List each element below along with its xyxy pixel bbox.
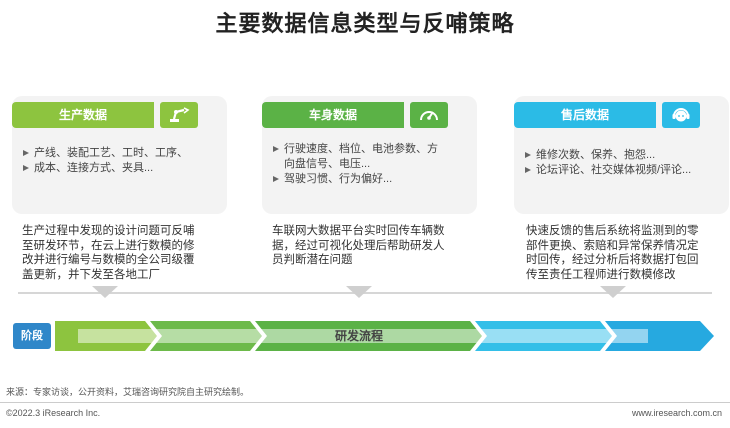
card-bullets: 行驶速度、档位、电池参数、方 向盘信号、电压... 驾驶习惯、行为偏好... <box>272 142 472 187</box>
list-item-continued: 成本、连接方式、夹具... <box>22 161 222 176</box>
list-item: 维修次数、保养、抱怨... <box>524 148 724 163</box>
card-header: 车身数据 <box>262 102 477 128</box>
list-item-continued: 向盘信号、电压... <box>284 158 371 170</box>
pointer-triangle <box>600 286 626 298</box>
flow-label: 研发流程 <box>334 329 383 343</box>
description-vehicle: 车联网大数据平台实时回传车辆数 据，经过可视化处理后帮助研发人 员判断潜在问题 <box>272 225 445 266</box>
card-label: 生产数据 <box>12 102 154 128</box>
footer-divider <box>0 402 730 403</box>
stage-tag: 阶段 <box>13 323 51 349</box>
robot-arm-icon <box>160 102 198 128</box>
copyright: ©2022.3 iResearch Inc. <box>6 408 101 418</box>
pointer-triangle <box>346 286 372 298</box>
speedometer-icon <box>410 102 448 128</box>
list-item: 行驶速度、档位、电池参数、方 <box>272 142 472 157</box>
card-vehicle-data: 车身数据 行驶速度、档位、电池参数、方 向盘信号、电压... 驾驶习惯、行为偏好… <box>262 96 477 214</box>
list-item: 产线、装配工艺、工时、工序、 <box>22 146 222 161</box>
list-item: 驾驶习惯、行为偏好... <box>272 172 472 187</box>
flow-segment <box>605 321 714 351</box>
card-header: 售后数据 <box>514 102 729 128</box>
page-title: 主要数据信息类型与反哺策略 <box>215 11 515 36</box>
flow-inner-band <box>78 329 648 343</box>
card-label: 售后数据 <box>514 102 656 128</box>
card-bullets: 维修次数、保养、抱怨... 论坛评论、社交媒体视频/评论... <box>524 148 724 178</box>
description-production: 生产过程中发现的设计问题可反哺 至研发环节，在云上进行数模的修 改并进行编号与数… <box>22 225 195 281</box>
list-item: 论坛评论、社交媒体视频/评论... <box>524 163 724 178</box>
customer-service-icon <box>662 102 700 128</box>
card-production-data: 生产数据 产线、装配工艺、工时、工序、 成本、连接方式、夹具... <box>12 96 227 214</box>
card-bullets: 产线、装配工艺、工时、工序、 成本、连接方式、夹具... <box>22 146 222 176</box>
source-note: 来源：专家访谈，公开资料，艾瑞咨询研究院自主研究绘制。 <box>6 387 250 397</box>
card-header: 生产数据 <box>12 102 227 128</box>
pointer-triangle <box>92 286 118 298</box>
card-label: 车身数据 <box>262 102 404 128</box>
website-link[interactable]: www.iresearch.com.cn <box>631 408 722 418</box>
card-after-sales-data: 售后数据 维修次数、保养、抱怨... 论坛评论、社交媒体视频/评论... <box>514 96 729 214</box>
description-after-sales: 快速反馈的售后系统将监测到的零 部件更换、索赔和异常保养情况定 时回传，经过分析… <box>526 225 699 281</box>
